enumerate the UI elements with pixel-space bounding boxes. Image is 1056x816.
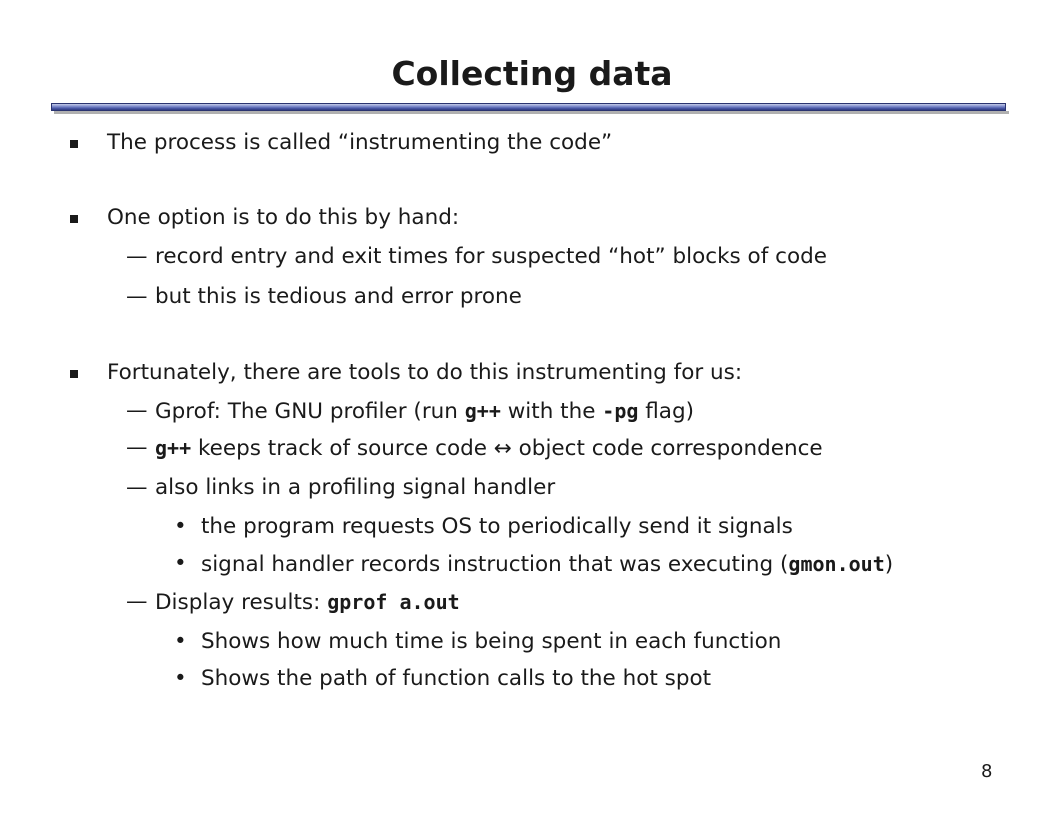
page-number: 8 [981, 761, 993, 782]
text-part: keeps track of source code ↔ object code… [191, 436, 823, 461]
subsubitem-text: the program requests OS to periodically … [201, 514, 793, 539]
text-part: flag) [638, 399, 694, 424]
subitem-gprof: — Gprof: The GNU profiler (run g++ with … [126, 398, 694, 425]
bullet-instrumenting: The process is called “instrumenting the… [70, 130, 613, 156]
code-gpp: g++ [155, 436, 192, 460]
subsubitem-text: Shows the path of function calls to the … [201, 666, 712, 691]
dash-marker: — [126, 475, 148, 500]
code-gprof-command: gprof a.out [327, 590, 460, 614]
text-part: signal handler records instruction that … [201, 552, 789, 577]
bullet-tools: Fortunately, there are tools to do this … [70, 360, 743, 386]
dot-marker: • [174, 514, 187, 539]
square-bullet-icon [70, 140, 78, 148]
subsubitem-os-signals: • the program requests OS to periodicall… [174, 514, 793, 540]
text-part: ) [884, 552, 894, 577]
text-part: Gprof: The GNU profiler (run [155, 399, 465, 424]
dot-marker: • [174, 551, 187, 576]
text-part: Display results: [155, 590, 328, 615]
dash-marker: — [126, 284, 148, 309]
subitem-text: record entry and exit times for suspecte… [155, 244, 827, 269]
square-bullet-icon [70, 370, 78, 378]
dash-marker: — [126, 435, 148, 460]
dot-marker: • [174, 629, 187, 654]
bullet-text: One option is to do this by hand: [107, 205, 460, 230]
title-divider-shadow [54, 111, 1009, 114]
dash-marker: — [126, 244, 148, 269]
subsubitem-call-path: • Shows the path of function calls to th… [174, 666, 712, 692]
title-divider [51, 103, 1006, 111]
subsubitem-time-spent: • Shows how much time is being spent in … [174, 629, 782, 655]
subitem-gpp-tracks: — g++ keeps track of source code ↔ objec… [126, 435, 823, 462]
bullet-text: The process is called “instrumenting the… [107, 130, 613, 155]
subsubitem-records-instruction: • signal handler records instruction tha… [174, 551, 894, 578]
dash-marker: — [126, 589, 148, 614]
square-bullet-icon [70, 215, 78, 223]
subitem-display-results: — Display results: gprof a.out [126, 589, 460, 616]
subitem-tedious: — but this is tedious and error prone [126, 284, 522, 310]
dot-marker: • [174, 666, 187, 691]
code-gpp: g++ [464, 399, 501, 423]
subitem-record-entry: — record entry and exit times for suspec… [126, 244, 827, 270]
bullet-text: Fortunately, there are tools to do this … [107, 360, 743, 385]
subitem-text: also links in a profiling signal handler [155, 475, 556, 500]
subitem-text: but this is tedious and error prone [155, 284, 522, 309]
subitem-signal-handler: — also links in a profiling signal handl… [126, 475, 556, 501]
bullet-by-hand: One option is to do this by hand: [70, 205, 460, 231]
slide-title: Collecting data [391, 54, 673, 93]
dash-marker: — [126, 398, 148, 423]
subsubitem-text: Shows how much time is being spent in ea… [201, 629, 782, 654]
code-pg-flag: -pg [602, 399, 639, 423]
code-gmon-out: gmon.out [788, 552, 885, 576]
text-part: with the [500, 399, 603, 424]
